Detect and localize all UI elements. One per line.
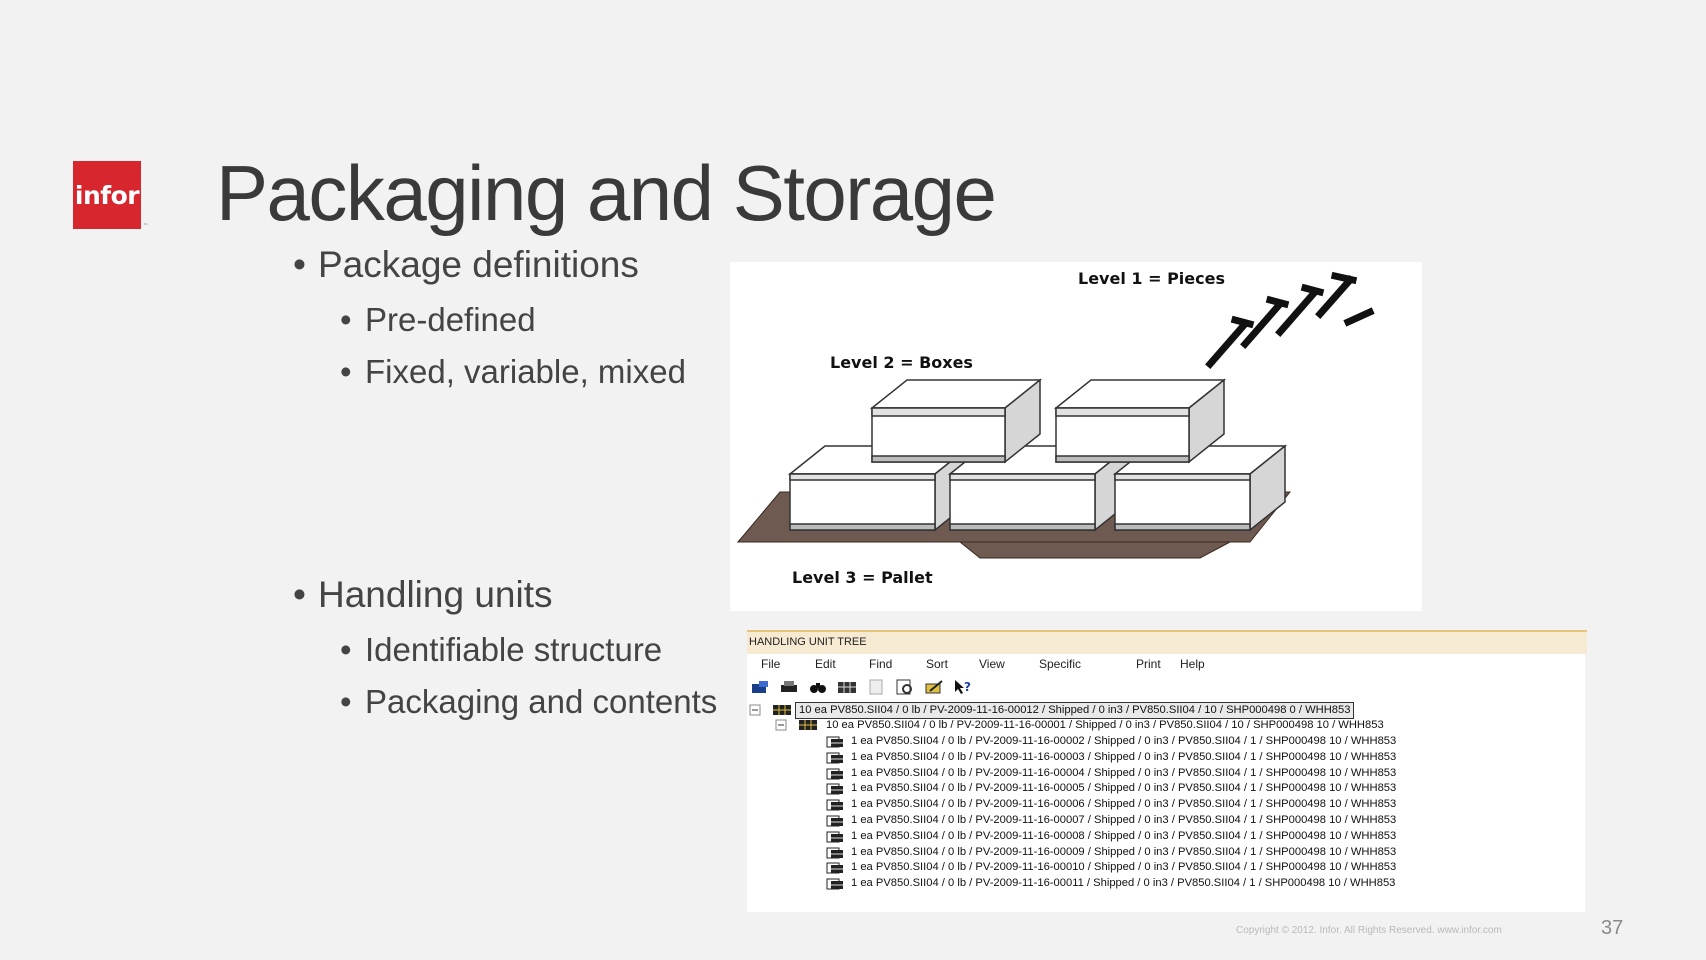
slide-title: Packaging and Storage xyxy=(216,149,997,237)
edit-icon[interactable] xyxy=(923,678,945,695)
bullet-pre-defined: Pre-defined xyxy=(340,301,536,339)
level-1-label: Level 1 = Pieces xyxy=(1078,269,1225,288)
level-3-label: Level 3 = Pallet xyxy=(792,568,933,587)
tree-row-piece[interactable]: 1 ea PV850.SII04 / 0 lb / PV-2009-11-16-… xyxy=(851,782,1397,795)
menu-specific[interactable]: Specific xyxy=(1039,657,1082,671)
menu-bar: File Edit Find Sort View Specific Print … xyxy=(761,657,1205,671)
pallet-lower-shape xyxy=(958,541,1231,559)
logo-text: infor xyxy=(74,180,140,210)
piece-unit-icon xyxy=(826,768,843,780)
piece-unit-icon xyxy=(826,799,843,811)
menu-edit[interactable]: Edit xyxy=(815,657,836,671)
menu-find[interactable]: Find xyxy=(869,657,893,671)
piece-unit-icon xyxy=(826,831,843,843)
bullet-package-definitions: Package definitions xyxy=(293,244,639,286)
zoom-icon[interactable] xyxy=(894,678,916,695)
collapse-toggle-level2[interactable] xyxy=(775,719,789,731)
menu-file[interactable]: File xyxy=(761,657,781,671)
tree-row-level2[interactable]: 10 ea PV850.SII04 / 0 lb / PV-2009-11-16… xyxy=(826,719,1384,731)
bullet-packaging-contents: Packaging and contents xyxy=(340,683,717,721)
tree-row-piece[interactable]: 1 ea PV850.SII04 / 0 lb / PV-2009-11-16-… xyxy=(851,798,1397,811)
menu-help[interactable]: Help xyxy=(1180,657,1205,671)
menu-view[interactable]: View xyxy=(979,657,1005,671)
open-icon[interactable] xyxy=(749,678,771,695)
level-2-label: Level 2 = Boxes xyxy=(830,353,973,372)
tree-row-piece[interactable]: 1 ea PV850.SII04 / 0 lb / PV-2009-11-16-… xyxy=(851,861,1397,874)
bullet-handling-units: Handling units xyxy=(293,574,553,616)
piece-unit-icon xyxy=(826,752,843,764)
bullet-fixed-variable-mixed: Fixed, variable, mixed xyxy=(340,353,686,391)
collapse-toggle-root[interactable] xyxy=(749,704,763,716)
piece-unit-icon xyxy=(826,783,843,795)
pieces-group xyxy=(1205,271,1375,369)
logo-trademark: ™ xyxy=(143,223,149,229)
menu-print[interactable]: Print xyxy=(1136,657,1161,671)
packaging-levels-diagram: Level 1 = Pieces Level 2 = Boxes Level 3… xyxy=(730,262,1422,611)
packaging-levels-illustration: Level 1 = Pieces Level 2 = Boxes Level 3… xyxy=(736,269,1375,587)
handling-unit-tree-window: HANDLING UNIT TREE File Edit Find Sort V… xyxy=(747,630,1587,912)
binoculars-icon[interactable] xyxy=(807,678,829,695)
menu-sort[interactable]: Sort xyxy=(926,657,949,671)
tree-row-piece[interactable]: 1 ea PV850.SII04 / 0 lb / PV-2009-11-16-… xyxy=(851,877,1396,890)
piece-unit-icon xyxy=(826,847,843,859)
infor-logo: infor ™ xyxy=(73,161,148,229)
help-pointer-icon[interactable]: ? xyxy=(952,678,974,695)
tree-row-piece[interactable]: 1 ea PV850.SII04 / 0 lb / PV-2009-11-16-… xyxy=(851,766,1397,779)
document-icon[interactable] xyxy=(865,678,887,695)
tree-row-piece[interactable]: 1 ea PV850.SII04 / 0 lb / PV-2009-11-16-… xyxy=(851,829,1397,842)
tree-row-piece[interactable]: 1 ea PV850.SII04 / 0 lb / PV-2009-11-16-… xyxy=(851,735,1397,747)
print-icon[interactable] xyxy=(778,678,800,695)
piece-unit-icon xyxy=(826,815,843,827)
pallet-unit-icon xyxy=(773,705,791,715)
tree-row-root[interactable]: 10 ea PV850.SII04 / 0 lb / PV-2009-11-16… xyxy=(795,702,1355,719)
box-top-left xyxy=(869,378,1043,464)
grid-icon[interactable] xyxy=(836,678,858,695)
tree-row-piece[interactable]: 1 ea PV850.SII04 / 0 lb / PV-2009-11-16-… xyxy=(851,750,1397,763)
svg-text:?: ? xyxy=(964,680,971,694)
page-number: 37 xyxy=(1601,917,1624,939)
tree-row-piece[interactable]: 1 ea PV850.SII04 / 0 lb / PV-2009-11-16-… xyxy=(851,845,1397,858)
box-unit-icon xyxy=(799,720,817,730)
tree-row-piece[interactable]: 1 ea PV850.SII04 / 0 lb / PV-2009-11-16-… xyxy=(851,814,1397,826)
toolbar: ? xyxy=(749,678,974,695)
box-top-right xyxy=(1053,378,1227,464)
piece-unit-icon xyxy=(826,862,843,874)
copyright-text: Copyright © 2012. Infor. All Rights Rese… xyxy=(1236,925,1502,936)
piece-unit-icon xyxy=(826,736,843,748)
piece-unit-icon xyxy=(826,878,843,890)
bullet-identifiable-structure: Identifiable structure xyxy=(340,631,662,669)
window-title: HANDLING UNIT TREE xyxy=(747,630,1587,654)
